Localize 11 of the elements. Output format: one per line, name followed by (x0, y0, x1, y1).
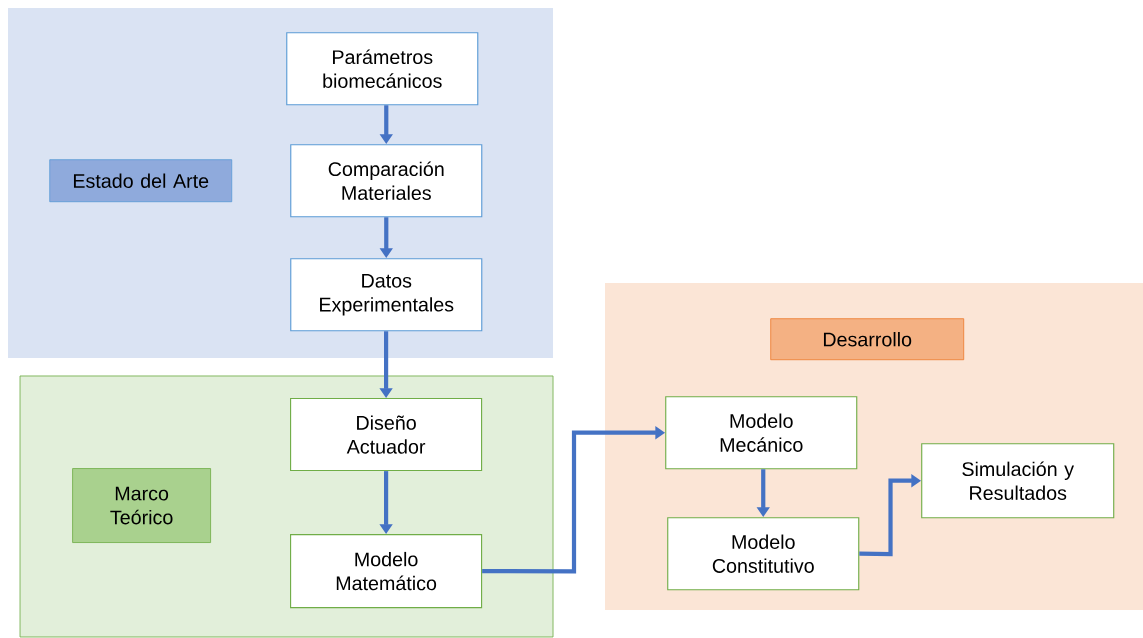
process-box: Modelo Constitutivo (667, 517, 860, 591)
process-box: Datos Experimentales (290, 258, 483, 332)
process-box: Modelo Matemático (290, 534, 483, 609)
section-label-box: Estado del Arte (49, 159, 233, 203)
process-box: Modelo Mecánico (665, 396, 858, 470)
process-box: Comparación Materiales (290, 144, 483, 218)
section-label-box: Marco Teórico (72, 468, 212, 543)
section-label-box: Desarrollo (770, 318, 965, 361)
process-box: Simulación y Resultados (921, 443, 1115, 519)
process-box: Parámetros biomecánicos (286, 32, 479, 106)
process-box: Diseño Actuador (290, 398, 483, 472)
